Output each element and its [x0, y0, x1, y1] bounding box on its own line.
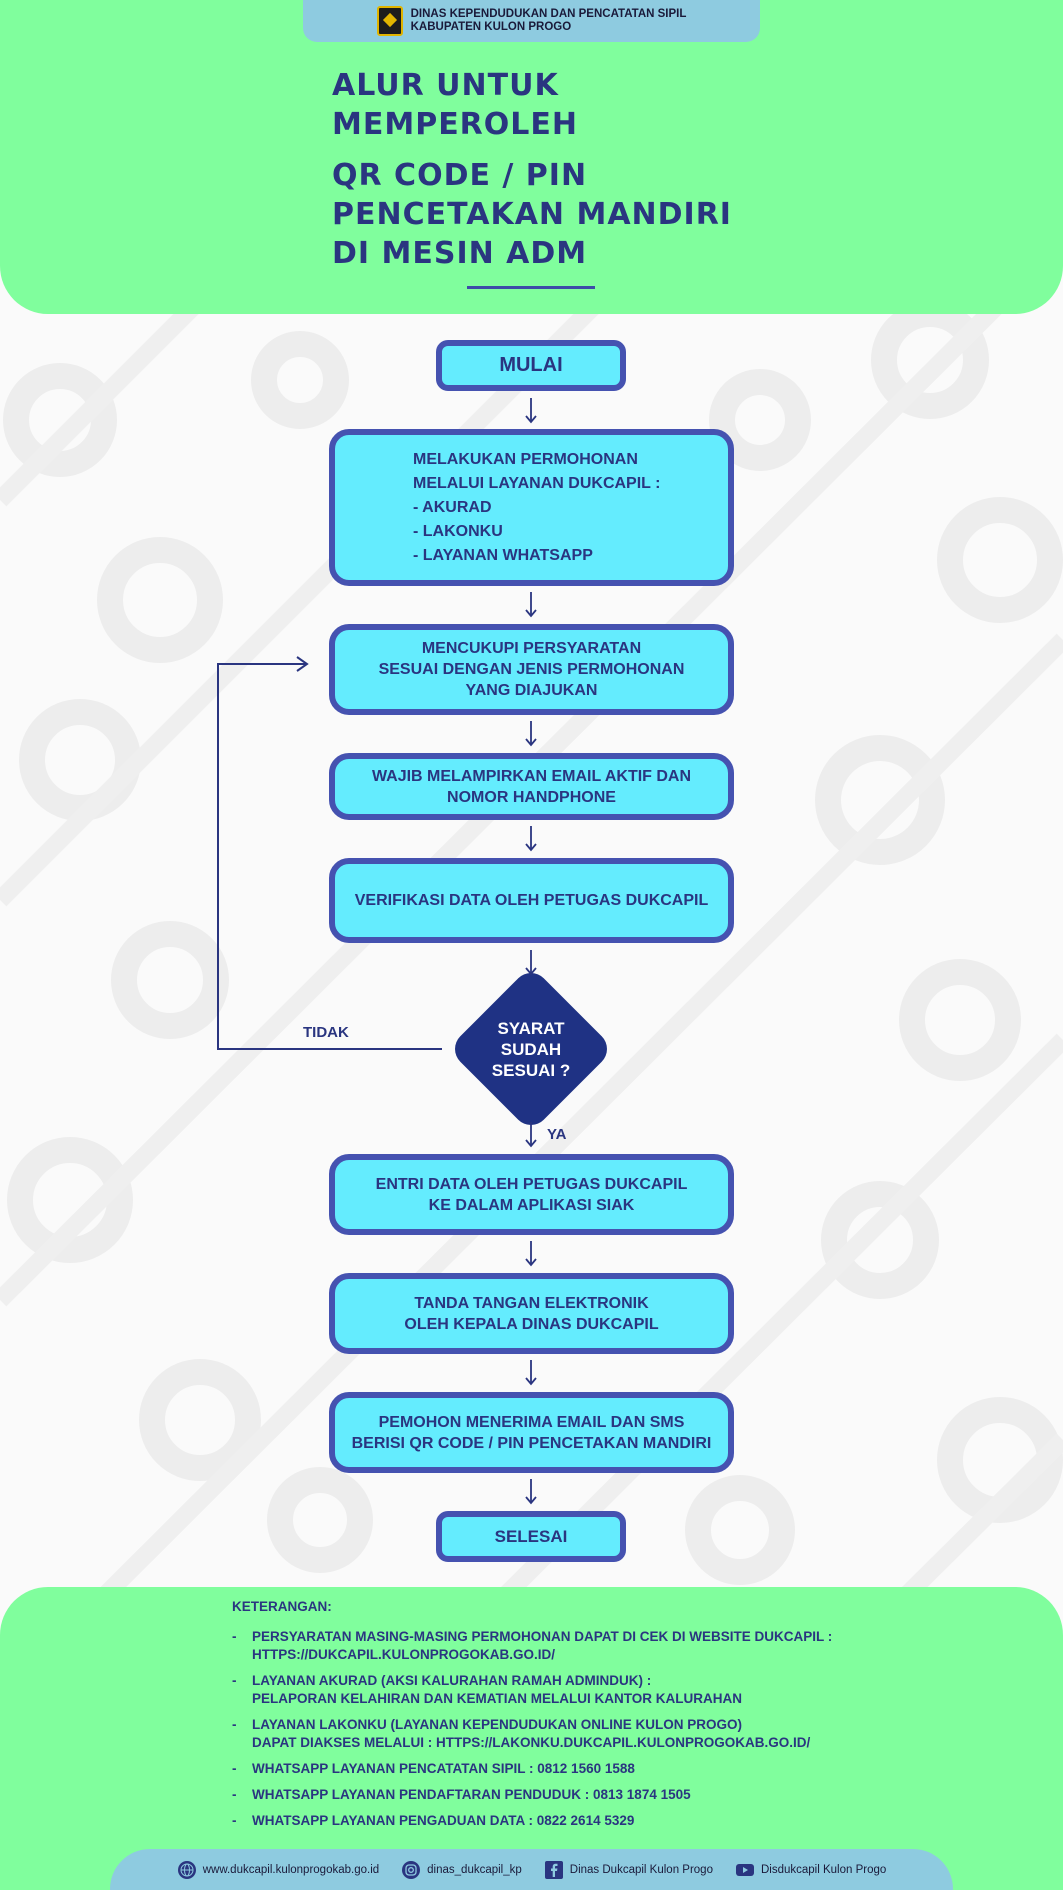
notes-section: KETERANGAN: -PERSYARATAN MASING-MASING P… [232, 1598, 852, 1838]
footer-website-label: www.dukcapil.kulonprogokab.go.id [202, 1863, 380, 1876]
end-node: SELESAI [436, 1511, 626, 1562]
agency-header: DINAS KEPENDUDUKAN DAN PENCATATAN SIPIL … [303, 0, 760, 42]
youtube-icon [735, 1863, 754, 1876]
footer-instagram-label: dinas_dukcapil_kp [427, 1863, 522, 1876]
note-text: WHATSAPP LAYANAN PENGADUAN DATA : 0822 2… [252, 1813, 635, 1828]
step-6-text: TANDA TANGAN ELEKTRONIK OLEH KEPALA DINA… [404, 1294, 659, 1333]
note-text: LAYANAN LAKONKU (LAYANAN KEPENDUDUKAN ON… [252, 1717, 811, 1750]
step-1-text: MELAKUKAN PERMOHONAN MELALUI LAYANAN DUK… [413, 450, 661, 564]
agency-name-line2: KABUPATEN KULON PROGO [410, 21, 572, 33]
instagram-icon [402, 1860, 421, 1879]
footer-facebook-label: Dinas Dukcapil Kulon Progo [569, 1863, 713, 1876]
facebook-icon [544, 1860, 563, 1879]
footer-youtube[interactable]: Disdukcapil Kulon Progo [735, 1860, 886, 1880]
note-bullet: - [232, 1787, 237, 1802]
step-6-box: TANDA TANGAN ELEKTRONIK OLEH KEPALA DINA… [329, 1273, 734, 1354]
note-bullet: - [232, 1717, 237, 1732]
arrow-down-icon [525, 1479, 537, 1505]
footer-bar: www.dukcapil.kulonprogokab.go.id dinas_d… [110, 1849, 953, 1890]
arrow-down-icon [525, 398, 537, 424]
note-text: WHATSAPP LAYANAN PENDAFTARAN PENDUDUK : … [252, 1787, 691, 1802]
end-label: SELESAI [494, 1527, 568, 1546]
step-5-text: ENTRI DATA OLEH PETUGAS DUKCAPIL KE DALA… [375, 1175, 688, 1214]
note-bullet: - [232, 1629, 237, 1644]
note-item: -PERSYARATAN MASING-MASING PERMOHONAN DA… [232, 1628, 852, 1664]
decision-text: SYARAT SUDAH SESUAI ? [491, 1018, 571, 1080]
footer-youtube-label: Disdukcapil Kulon Progo [760, 1863, 887, 1876]
start-label: MULAI [499, 354, 563, 376]
notes-heading: KETERANGAN: [232, 1599, 332, 1614]
note-item: -LAYANAN AKURAD (AKSI KALURAHAN RAMAH AD… [232, 1672, 852, 1708]
step-3-text: WAJIB MELAMPIRKAN EMAIL AKTIF DAN NOMOR … [371, 767, 692, 806]
step-4-box: VERIFIKASI DATA OLEH PETUGAS DUKCAPIL [329, 858, 734, 943]
note-bullet: - [232, 1673, 237, 1688]
note-item: -WHATSAPP LAYANAN PENDAFTARAN PENDUDUK :… [232, 1786, 852, 1804]
arrow-down-icon [525, 1122, 537, 1148]
agency-logo-icon [376, 6, 403, 36]
page-title: ALUR UNTUK MEMPEROLEH QR CODE / PIN PENC… [332, 66, 732, 273]
footer-instagram[interactable]: dinas_dukcapil_kp [401, 1860, 522, 1880]
title-line-3: QR CODE / PIN [332, 158, 588, 193]
globe-icon [177, 1860, 196, 1879]
step-5-box: ENTRI DATA OLEH PETUGAS DUKCAPIL KE DALA… [329, 1154, 734, 1235]
note-item: -WHATSAPP LAYANAN PENCATATAN SIPIL : 081… [232, 1760, 852, 1778]
title-line-2: MEMPEROLEH [332, 107, 579, 142]
arrow-down-icon [525, 721, 537, 747]
note-bullet: - [232, 1813, 237, 1828]
step-2-box: MENCUKUPI PERSYARATAN SESUAI DENGAN JENI… [329, 624, 734, 715]
title-line-1: ALUR UNTUK [332, 68, 559, 103]
arrow-down-icon [525, 1360, 537, 1386]
no-label: TIDAK [303, 1024, 349, 1041]
footer-website[interactable]: www.dukcapil.kulonprogokab.go.id [177, 1860, 379, 1880]
notes-background [0, 1587, 1063, 1890]
step-7-text: PEMOHON MENERIMA EMAIL DAN SMS BERISI QR… [351, 1413, 712, 1452]
title-underline [467, 286, 595, 289]
agency-name-line1: DINAS KEPENDUDUKAN DAN PENCATATAN SIPIL [410, 8, 687, 20]
yes-label: YA [547, 1126, 567, 1143]
agency-name: DINAS KEPENDUDUKAN DAN PENCATATAN SIPIL … [411, 8, 687, 34]
note-text: LAYANAN AKURAD (AKSI KALURAHAN RAMAH ADM… [252, 1673, 742, 1706]
note-item: -LAYANAN LAKONKU (LAYANAN KEPENDUDUKAN O… [232, 1716, 852, 1752]
footer-facebook[interactable]: Dinas Dukcapil Kulon Progo [544, 1860, 713, 1880]
note-text: PERSYARATAN MASING-MASING PERMOHONAN DAP… [252, 1629, 833, 1662]
step-3-box: WAJIB MELAMPIRKAN EMAIL AKTIF DAN NOMOR … [329, 753, 734, 820]
step-7-box: PEMOHON MENERIMA EMAIL DAN SMS BERISI QR… [329, 1392, 734, 1473]
arrow-down-icon [525, 950, 537, 976]
step-2-text: MENCUKUPI PERSYARATAN SESUAI DENGAN JENI… [378, 640, 685, 699]
arrow-down-icon [525, 826, 537, 852]
step-1-box: MELAKUKAN PERMOHONAN MELALUI LAYANAN DUK… [329, 429, 734, 586]
step-4-text: VERIFIKASI DATA OLEH PETUGAS DUKCAPIL [354, 892, 709, 909]
header-background [0, 0, 1063, 314]
arrow-down-icon [525, 592, 537, 618]
arrow-down-icon [525, 1241, 537, 1267]
note-text: WHATSAPP LAYANAN PENCATATAN SIPIL : 0812… [252, 1761, 635, 1776]
note-bullet: - [232, 1761, 237, 1776]
title-line-4: PENCETAKAN MANDIRI [332, 197, 732, 232]
title-line-5: DI MESIN ADM [332, 236, 588, 271]
start-node: MULAI [436, 340, 626, 391]
note-item: -WHATSAPP LAYANAN PENGADUAN DATA : 0822 … [232, 1812, 852, 1830]
